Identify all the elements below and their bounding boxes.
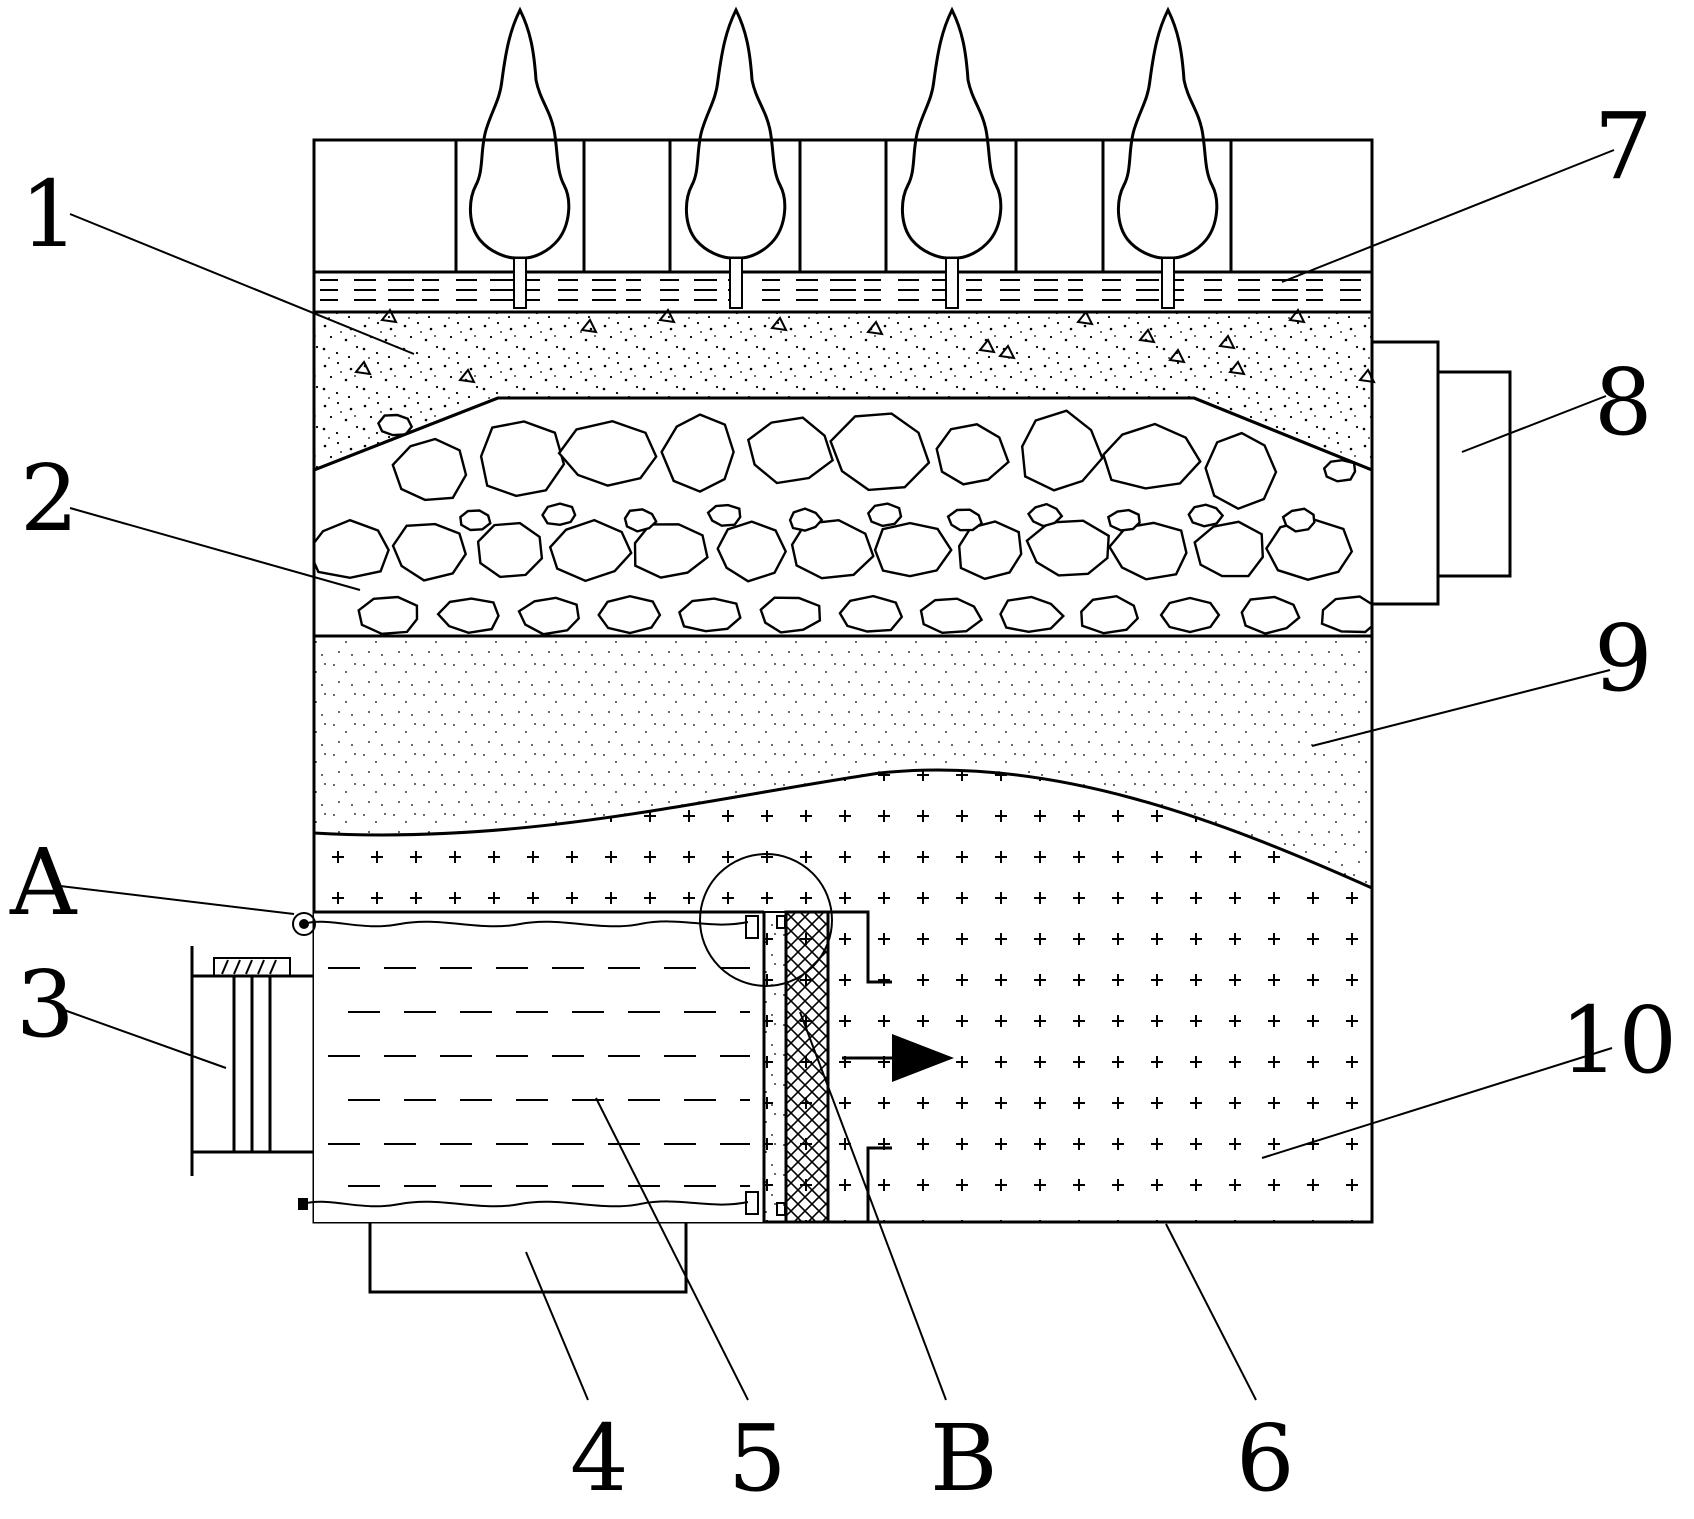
filter-clip-top-small <box>776 915 786 929</box>
drainage-strip-hatch <box>320 279 1361 301</box>
callout-3: 3 <box>16 951 75 1058</box>
callout-8: 8 <box>1594 349 1653 456</box>
callout-b: B <box>930 1405 998 1512</box>
water-tank <box>314 912 764 1222</box>
inlet-cap <box>213 957 291 977</box>
planter-dividers <box>454 140 1233 272</box>
filter-clip-bottom <box>745 1191 759 1215</box>
lower-flexible-membrane <box>301 1200 749 1208</box>
callout-2: 2 <box>20 445 79 552</box>
side-box-inner <box>1370 340 1440 606</box>
detail-marker-a-core <box>299 919 309 929</box>
outlet-channel <box>828 910 892 1222</box>
callout-4: 4 <box>570 1405 629 1512</box>
filter-clip-top <box>745 915 759 939</box>
filter-sand-strip <box>763 911 787 1223</box>
side-box-outer <box>1436 370 1512 578</box>
inlet-cap-hatch <box>221 959 277 975</box>
flow-arrow-head <box>892 1034 954 1082</box>
gravel-stones <box>314 396 1372 636</box>
soil-pebbles <box>354 308 1376 384</box>
upper-flexible-membrane <box>301 920 749 928</box>
callout-a: A <box>9 829 78 936</box>
leader-lines <box>59 149 1615 1401</box>
sand-boundary-curve <box>313 768 1373 890</box>
callout-9: 9 <box>1594 605 1653 712</box>
tree-1 <box>469 6 571 309</box>
callout-5: 5 <box>728 1405 787 1512</box>
callout-10: 10 <box>1560 987 1677 1094</box>
detail-circle-b <box>699 853 833 987</box>
drain-plug <box>298 1198 308 1210</box>
drainage-strip <box>312 270 1374 314</box>
fine-sand-layer <box>314 636 1372 888</box>
callout-1: 1 <box>20 161 79 268</box>
detail-marker-a <box>292 912 316 936</box>
tree-3 <box>901 6 1003 309</box>
main-housing <box>312 138 1374 1224</box>
callout-labels: 1 2 3 A 4 5 B 6 7 8 9 10 <box>9 93 1677 1512</box>
tree-2 <box>685 6 787 309</box>
filter-clip-bottom-small <box>776 1202 786 1216</box>
plants <box>469 6 1219 309</box>
tree-4 <box>1117 6 1219 309</box>
base-block <box>368 1222 688 1294</box>
callout-7: 7 <box>1594 93 1653 200</box>
inlet-pipe <box>190 946 314 1176</box>
water-dashes <box>328 967 750 1187</box>
callout-6: 6 <box>1236 1405 1295 1512</box>
